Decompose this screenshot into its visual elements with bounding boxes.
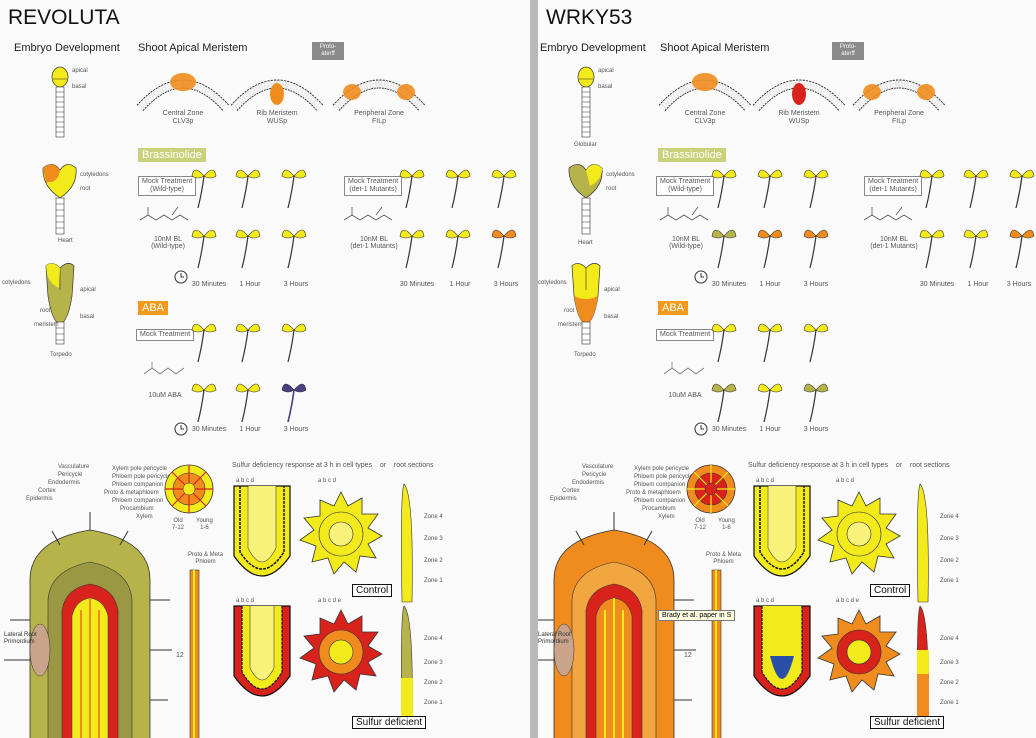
sam-rib-meristem xyxy=(754,70,844,110)
seedling xyxy=(234,380,262,424)
seedling xyxy=(756,320,784,364)
seedling xyxy=(190,226,218,270)
bl-molecule xyxy=(656,204,716,228)
panel-divider xyxy=(530,0,538,738)
sam-central-zone xyxy=(660,70,750,110)
seedling xyxy=(802,226,830,270)
sulfur-zone-bar xyxy=(398,606,416,726)
sulfur-cross-section xyxy=(296,606,386,696)
brassinolide-tag: Brassinolide xyxy=(658,148,726,162)
aba-tag: ABA xyxy=(138,301,168,315)
seedling xyxy=(756,380,784,424)
sulfur-deficient-label: Sulfur deficient xyxy=(870,716,944,729)
control-zone-bar xyxy=(914,484,932,604)
proto-tag: Proto- aterff xyxy=(832,42,864,60)
mock-wt-box: Mock Treatment (Wild-type) xyxy=(656,176,714,196)
root-longitudinal xyxy=(0,500,180,738)
sulfur-zone-bar xyxy=(914,606,932,726)
control-zone-bar xyxy=(398,484,416,604)
brassinolide-tag: Brassinolide xyxy=(138,148,206,162)
control-root-tip xyxy=(232,486,292,596)
sam-rib-meristem xyxy=(232,70,322,110)
sam-peripheral-zone xyxy=(334,70,424,110)
sam-title: Shoot Apical Meristem xyxy=(660,42,769,54)
seedling xyxy=(962,166,990,210)
proto-tag: Proto- aterff xyxy=(312,42,344,60)
seedling xyxy=(710,380,738,424)
sulfur-cross-section xyxy=(814,606,904,696)
control-cross-section xyxy=(814,488,904,578)
aba-tag: ABA xyxy=(658,301,688,315)
seedling xyxy=(710,226,738,270)
seedling xyxy=(918,226,946,270)
seedling xyxy=(962,226,990,270)
seedling xyxy=(190,320,218,364)
mock-det-box: Mock Treatment (det-1 Mutants) xyxy=(344,176,402,196)
aba-molecule xyxy=(140,360,190,382)
sam-peripheral-zone xyxy=(854,70,944,110)
sulfur-root-tip xyxy=(232,606,292,716)
control-root-tip xyxy=(752,486,812,596)
embryo-globular xyxy=(50,66,90,176)
embryo-torpedo xyxy=(42,262,102,362)
mock-wt-box: Mock Treatment (Wild-type) xyxy=(138,176,196,196)
seedling xyxy=(234,166,262,210)
seedling xyxy=(1008,226,1036,270)
seedling xyxy=(756,226,784,270)
seedling xyxy=(756,166,784,210)
seedling xyxy=(802,166,830,210)
seedling xyxy=(398,226,426,270)
embryo-title: Embryo Development xyxy=(14,42,120,54)
seedling xyxy=(710,320,738,364)
seedling xyxy=(234,320,262,364)
revoluta-panel: REVOLUTA Embryo Development Shoot Apical… xyxy=(0,0,530,738)
mock-box: Mock Treatment xyxy=(656,329,714,341)
aba-molecule xyxy=(660,360,710,382)
seedling xyxy=(280,166,308,210)
sulfur-deficient-label: Sulfur deficient xyxy=(352,716,426,729)
control-cross-section xyxy=(296,488,386,578)
seedling xyxy=(490,226,518,270)
phloem-strip xyxy=(708,570,726,738)
control-label: Control xyxy=(352,584,392,597)
seedling xyxy=(710,166,738,210)
seedling xyxy=(444,166,472,210)
control-label: Control xyxy=(870,584,910,597)
seedling xyxy=(280,226,308,270)
seedling xyxy=(802,320,830,364)
phloem-strip xyxy=(186,570,204,738)
sam-central-zone xyxy=(138,70,228,110)
bl-molecule xyxy=(136,204,196,228)
mock-box: Mock Treatment xyxy=(136,329,194,341)
seedling xyxy=(444,226,472,270)
seedling xyxy=(490,166,518,210)
sulfur-title: Sulfur deficiency response at 3 h in cel… xyxy=(748,462,950,469)
sam-title: Shoot Apical Meristem xyxy=(138,42,247,54)
bl-molecule-det xyxy=(340,204,400,228)
embryo-globular xyxy=(576,66,616,176)
seedling xyxy=(1008,166,1036,210)
seedling xyxy=(398,166,426,210)
tooltip: Brady et al. paper in S xyxy=(658,610,735,621)
seedling xyxy=(918,166,946,210)
seedling xyxy=(280,320,308,364)
seedling xyxy=(190,166,218,210)
wrky53-panel: WRKY53 Embryo Development Shoot Apical M… xyxy=(538,0,1036,738)
bl-molecule-det xyxy=(860,204,920,228)
seedling xyxy=(802,380,830,424)
mock-det-box: Mock Treatment (det-1 Mutants) xyxy=(864,176,922,196)
seedling xyxy=(190,380,218,424)
seedling xyxy=(280,380,308,424)
gene-title: REVOLUTA xyxy=(8,6,120,30)
sulfur-root-tip xyxy=(752,606,812,716)
embryo-torpedo xyxy=(568,262,628,362)
sulfur-title: Sulfur deficiency response at 3 h in cel… xyxy=(232,462,434,469)
embryo-title: Embryo Development xyxy=(540,42,646,54)
seedling xyxy=(234,226,262,270)
gene-title: WRKY53 xyxy=(546,6,632,30)
